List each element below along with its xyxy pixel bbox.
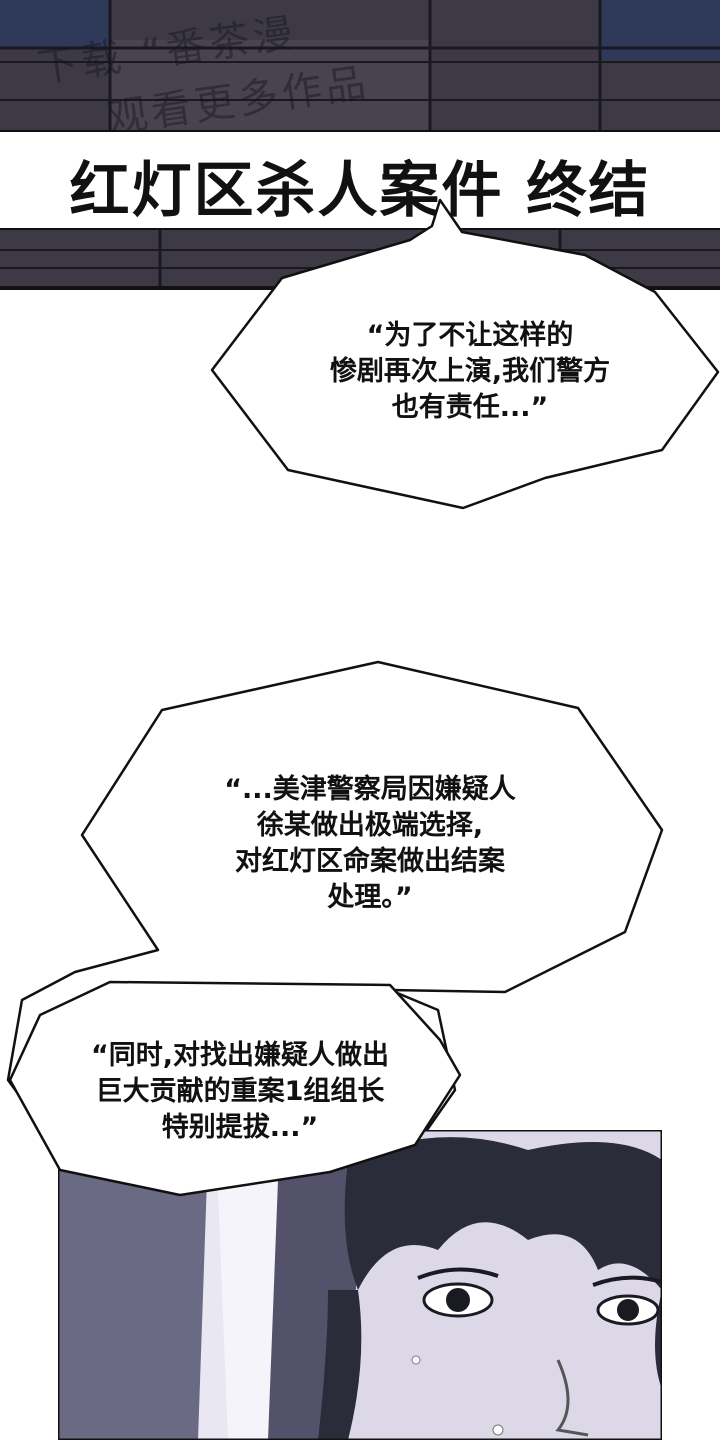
speech-bubble-3 [8,980,462,1197]
character-face-art [58,1130,662,1440]
speech-bubble-1-text: “为了不让这样的 惨剧再次上演,我们警方 也有责任...” [300,318,640,426]
headline-text: 红灯区杀人案件 终结 [69,156,651,226]
bubble-3-line-1: “同时,对找出嫌疑人做出 [90,1040,389,1071]
headline-banner [0,130,720,230]
bubble-1-line-1: “为了不让这样的 [366,320,574,351]
speech-bubble-3-text: “同时,对找出嫌疑人做出 巨大贡献的重案1组组长 特别提拔...” [55,1038,425,1146]
bubble-3-line-3: 特别提拔...” [161,1112,319,1143]
speech-bubble-2-text: “...美津警察局因嫌疑人 徐某做出极端选择, 对红灯区命案做出结案 处理。” [195,772,545,916]
bottom-comic-panel [58,1130,662,1440]
bubble-2-line-3: 对红灯区命案做出结案 [235,846,505,877]
speech-bubble-1 [210,198,720,510]
bubble-3-line-2: 巨大贡献的重案1组组长 [95,1076,385,1107]
bubble-2-line-2: 徐某做出极端选择, [256,810,484,841]
bubble-1-line-2: 惨剧再次上演,我们警方 [329,356,611,387]
bubble-2-line-1: “...美津警察局因嫌疑人 [224,774,516,805]
bubble-1-line-3: 也有责任...” [391,392,549,423]
bubble-2-line-4: 处理。” [327,882,413,913]
